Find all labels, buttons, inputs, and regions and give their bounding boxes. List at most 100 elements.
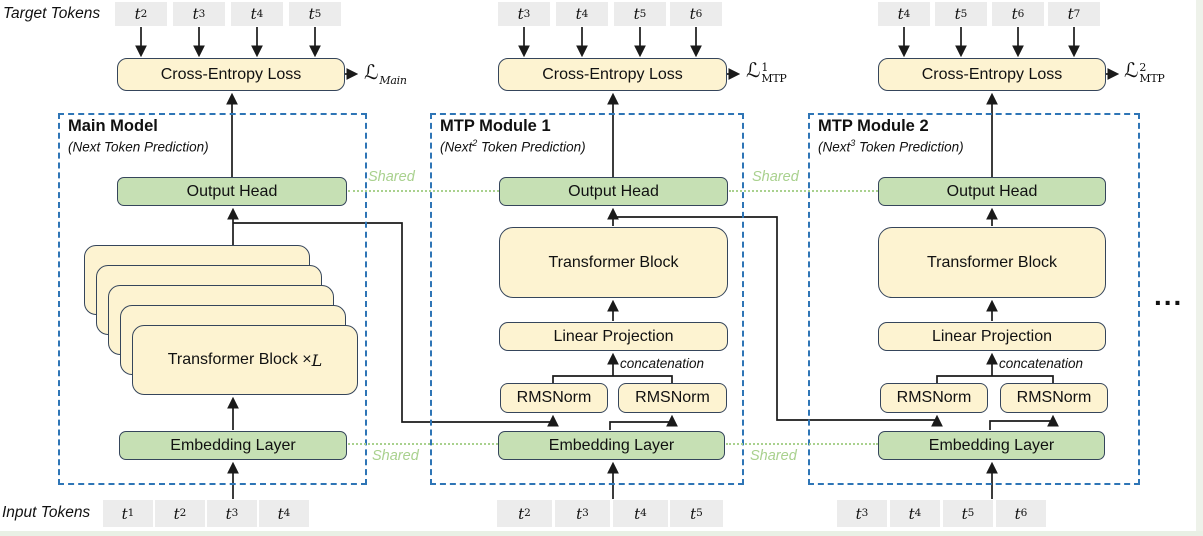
token-sub: 4 [914,507,922,520]
main-model-subtitle: (Next Token Prediction) [68,139,209,155]
token-base: t [690,504,697,523]
embedding-label: Embedding Layer [170,436,296,454]
linear-projection-label: Linear Projection [553,327,674,345]
token-sub: 6 [1017,7,1025,20]
token-base: t [134,5,141,23]
token-base: t [225,504,232,523]
token-sub: 4 [640,507,647,520]
shared-link-embedding-1 [348,443,498,445]
cross-entropy-label: Cross-Entropy Loss [160,65,302,83]
transformer-block-label: Transformer Block × [167,351,312,368]
cross-entropy-box-mtp2: Cross-Entropy Loss [878,58,1106,91]
cross-entropy-label: Cross-Entropy Loss [921,65,1063,83]
shared-label: Shared [750,448,797,464]
embedding-layer-mtp2: Embedding Layer [878,431,1105,460]
subtitle-post: Token Prediction) [477,139,586,155]
token-sub: 4 [903,7,911,20]
wire-concat-bracket-mtp2 [936,375,1054,384]
page-right-band [1196,0,1203,536]
rmsnorm-right-mtp1: RMSNorm [618,383,727,413]
output-head-label: Output Head [946,182,1038,200]
token-base: t [277,504,284,523]
token-base: t [689,5,696,23]
rmsnorm-label: RMSNorm [635,389,710,406]
mtp2-frame [808,113,1140,485]
token-base: t [121,504,128,523]
loss-subscript: Main [379,74,407,87]
wire-embedding-rmsnorm-mtp2 [989,414,1059,430]
cross-entropy-label: Cross-Entropy Loss [542,65,683,83]
wire-main-branch-to-mtp1-rmsnorm [233,222,559,427]
mtp1-frame [430,113,744,485]
embedding-layer-main: Embedding Layer [119,431,347,460]
transformer-block-label: Transformer Block [926,253,1058,271]
token-base: t [192,5,199,23]
loss-superscript: 2 [1139,61,1147,74]
more-modules-ellipsis: ... [1154,280,1184,311]
loss-label-main: ℒ Main [364,62,407,86]
transformer-block-var: L [311,350,323,370]
subtitle-post: Token Prediction) [100,139,209,155]
loss-superscript: 1 [761,61,769,74]
loss-symbol: ℒ [746,58,761,82]
token-sub: 4 [256,7,264,20]
token-base: t [954,5,961,23]
token-sub: 3 [582,507,589,520]
output-head-main: Output Head [117,177,347,206]
token-sub: 3 [231,507,239,520]
mtp1-subtitle: (Next2 Token Prediction) [440,138,586,155]
token-base: t [908,504,915,523]
linear-projection-mtp1: Linear Projection [499,322,728,351]
token-sub: 5 [639,7,647,20]
token-base: t [518,504,525,523]
token-base: t [308,5,315,23]
loss-symbol: ℒ [364,60,379,84]
token-base: t [576,504,583,523]
loss-subscript: MTP [761,72,787,85]
output-head-label: Output Head [568,182,659,200]
main-model-title: Main Model [68,117,158,135]
subtitle-pre: (Next [440,139,473,155]
token-sub: 2 [524,507,531,520]
transformer-block-mtp1: Transformer Block [499,227,728,298]
rmsnorm-label: RMSNorm [516,389,592,406]
token-base: t [897,5,904,23]
token-base: t [1067,5,1074,23]
loss-subscript: MTP [1139,72,1165,85]
mtp2-title: MTP Module 2 [818,117,929,135]
output-head-label: Output Head [186,182,278,200]
wire-embedding-rmsnorm-mtp1 [609,414,678,430]
token-base: t [1014,504,1021,523]
concatenation-label-mtp1: concatenation [620,356,705,371]
token-sub: 3 [198,7,206,20]
token-sub: 6 [1020,507,1028,520]
token-base: t [634,504,641,523]
subtitle-pre: (Next [68,139,101,155]
embedding-label: Embedding Layer [928,436,1055,454]
token-sub: 2 [140,7,148,20]
shared-label: Shared [752,169,799,185]
linear-projection-label: Linear Projection [931,327,1053,345]
shared-link-outputhead-2 [729,190,878,192]
shared-link-embedding-2 [726,443,878,445]
embedding-layer-mtp1: Embedding Layer [498,431,725,460]
token-sub: 4 [581,7,589,20]
token-base: t [633,5,640,23]
